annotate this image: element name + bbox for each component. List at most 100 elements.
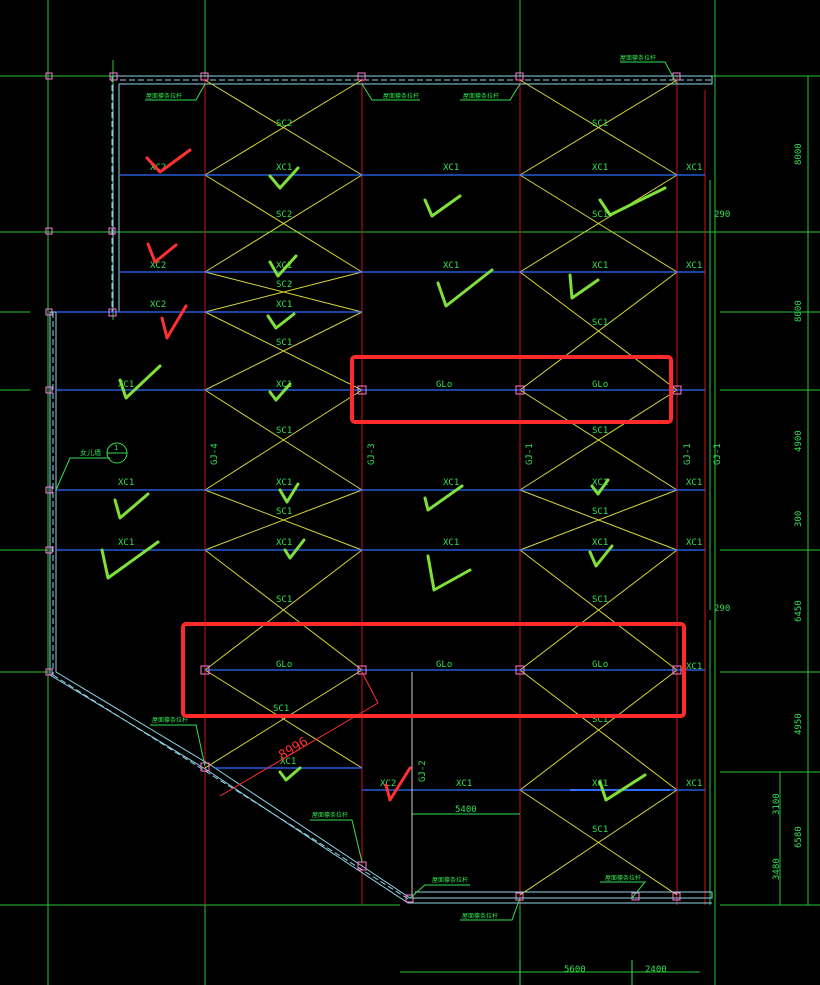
note-wall-beam: 屋面檩条拉杆 (432, 876, 468, 884)
highlight-box-lower (181, 622, 686, 718)
label-sc1: SC1 (592, 318, 608, 328)
label-glo: GLo (436, 380, 452, 390)
frame-gj1: GJ-1 (713, 443, 723, 465)
check-mark-red (145, 148, 192, 174)
label-sc1: SC1 (276, 426, 292, 436)
label-glo: GLo (592, 660, 608, 670)
note-wall-beam: 屋面檩条拉杆 (620, 54, 656, 62)
check-mark (268, 166, 300, 190)
label-xc1: XC1 (443, 478, 459, 488)
dim-4950: 4950 (794, 713, 804, 735)
label-xc1: XC1 (276, 538, 292, 548)
check-mark (588, 544, 614, 568)
note-wall-beam: 屋面檩条拉杆 (463, 92, 499, 100)
note-wall-beam: 屋面檩条拉杆 (605, 874, 641, 882)
label-xc1: XC1 (118, 478, 134, 488)
label-xc1: XC1 (443, 163, 459, 173)
check-mark (268, 382, 292, 402)
check-mark (268, 254, 298, 278)
label-sc1: SC1 (276, 507, 292, 517)
member-labels: SC2 SC1 XC2 XC1 XC1 XC1 XC1 SC2 SC1 XC2 … (118, 119, 702, 835)
highlight-boxes (181, 355, 686, 718)
label-xc1: XC1 (592, 538, 608, 548)
note-wall-beam: 屋面檩条拉杆 (462, 912, 498, 920)
label-xc1: XC1 (592, 163, 608, 173)
label-sc1: SC1 (592, 119, 608, 129)
label-glo: GLo (592, 380, 608, 390)
check-mark (100, 540, 160, 580)
column-nodes (45, 72, 682, 903)
dim-290: 290 (714, 604, 730, 614)
label-xc1: XC1 (276, 380, 292, 390)
check-mark-red (384, 766, 412, 802)
note-wall-beam: 屋面檩条拉杆 (383, 92, 419, 100)
check-mark (436, 268, 494, 308)
check-mark (113, 492, 150, 520)
label-xc1: XC1 (118, 380, 134, 390)
highlight-box-upper (350, 355, 673, 424)
label-sc1: SC1 (592, 825, 608, 835)
tie-bars (56, 174, 705, 791)
label-xc1: XC1 (686, 163, 702, 173)
check-mark (426, 554, 472, 592)
dim-8000: 8000 (794, 143, 804, 165)
check-mark-red (160, 304, 188, 340)
check-mark (118, 364, 162, 400)
dim-3100: 3100 (772, 793, 782, 815)
check-marks-red (145, 148, 412, 802)
note-text: 屋面檩条拉杆 屋面檩条拉杆 屋面檩条拉杆 屋面檩条拉杆 屋面檩条拉杆 屋面檩条拉… (80, 54, 656, 920)
dim-2400: 2400 (645, 965, 667, 975)
label-xc1: XC1 (686, 538, 702, 548)
check-mark (283, 538, 306, 560)
frame-gj3: GJ-3 (367, 443, 377, 465)
dim-3480: 3480 (772, 858, 782, 880)
label-sc1: SC1 (592, 715, 608, 725)
label-xc1: XC1 (276, 478, 292, 488)
dim-300: 300 (794, 511, 804, 527)
check-marks (100, 166, 667, 802)
label-xc1: XC1 (443, 261, 459, 271)
diagonal-dimension: 8996 (219, 671, 379, 797)
check-mark (278, 482, 300, 504)
check-mark (568, 273, 600, 300)
label-xc1: XC1 (686, 779, 702, 789)
frame-gj2: GJ-2 (418, 760, 428, 782)
label-xc1: XC1 (276, 163, 292, 173)
label-sc2: SC2 (276, 210, 292, 220)
label-xc1: XC1 (443, 538, 459, 548)
dimension-lines (411, 672, 633, 985)
note-wall-beam: 屋面檩条拉杆 (146, 92, 182, 100)
note-section: 女儿墙 (80, 448, 101, 457)
label-xc1: XC1 (686, 478, 702, 488)
frame-gj1: GJ-1 (525, 443, 535, 465)
label-sc1: SC1 (592, 426, 608, 436)
label-xc2: XC2 (150, 261, 166, 271)
check-mark (423, 484, 464, 512)
label-sc1: SC1 (276, 338, 292, 348)
label-xc1: XC1 (276, 261, 292, 271)
label-xc2: XC2 (380, 779, 396, 789)
section-mark-number: 1 (114, 444, 118, 452)
dim-8000: 8000 (794, 300, 804, 322)
label-glo: GLo (436, 660, 452, 670)
dim-290: 290 (714, 210, 730, 220)
check-mark (278, 766, 302, 782)
label-xc1: XC1 (280, 757, 296, 767)
note-wall-beam: 屋面檩条拉杆 (312, 811, 348, 819)
label-sc2: SC2 (276, 280, 292, 290)
check-mark (598, 186, 667, 217)
check-mark-red (146, 242, 178, 264)
check-mark (266, 312, 296, 330)
label-xc1: XC1 (592, 261, 608, 271)
dim-6450: 6450 (794, 600, 804, 622)
label-glo: GLo (276, 660, 292, 670)
label-xc1: XC1 (686, 662, 702, 672)
label-xc1: XC1 (118, 538, 134, 548)
frame-gj4: GJ-4 (210, 443, 220, 465)
check-mark (598, 773, 647, 802)
frame-gj1: GJ-1 (683, 443, 693, 465)
label-xc1: XC1 (592, 478, 608, 488)
annotation-notes (55, 61, 678, 921)
